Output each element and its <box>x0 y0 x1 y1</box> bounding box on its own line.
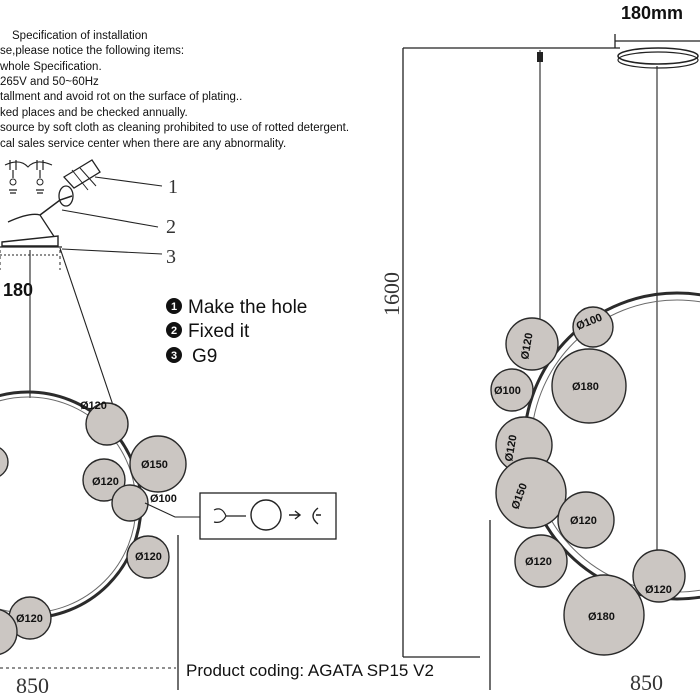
g9-socket-icon <box>213 508 246 523</box>
specification-block: Specification of installation se,please … <box>0 30 349 150</box>
screw-anchor-icon <box>36 160 44 194</box>
callout-1: 1 <box>168 176 178 198</box>
product-coding: Product coding: AGATA SP15 V2 <box>186 661 434 680</box>
arrow-right-icon <box>289 510 302 520</box>
mounting-hardware-drawing <box>0 159 163 270</box>
bulb-label: Ø180 <box>572 381 599 393</box>
left-lamp-drawing: Ø120 Ø150 Ø120 Ø100 Ø120 Ø120 <box>0 247 187 690</box>
glass-globe <box>495 457 567 529</box>
bulb-globe-icon <box>250 499 282 531</box>
bulb-label: Ø150 <box>141 459 168 471</box>
right-width-dim: 850 <box>630 670 663 695</box>
spec-line: 265V and 50~60Hz <box>0 76 99 88</box>
spec-title: Specification of installation <box>12 30 148 42</box>
step-item: 2 Fixed it <box>166 321 250 342</box>
glass-globe <box>563 574 645 656</box>
step-text: Fixed it <box>188 321 250 342</box>
bulb-label: Ø120 <box>16 613 43 625</box>
glass-globe <box>0 609 18 655</box>
step-number: 3 <box>171 350 177 362</box>
step-item: 3 G9 <box>166 346 217 367</box>
bulb-label: Ø120 <box>503 434 519 463</box>
clip-icon <box>312 507 321 525</box>
spec-line: se,please notice the following items: <box>0 45 184 57</box>
bulb-install-detail <box>144 492 337 540</box>
glass-globe <box>505 317 559 371</box>
step-item: 1 Make the hole <box>166 297 307 318</box>
bulb-label: Ø100 <box>150 493 177 505</box>
callout-2: 2 <box>166 216 176 238</box>
bulb-label: Ø180 <box>588 611 615 623</box>
callout-3: 3 <box>166 246 176 268</box>
left-canopy-dim: 180 <box>3 280 33 300</box>
mounting-bracket-icon <box>7 159 101 239</box>
bulb-label: Ø120 <box>92 476 119 488</box>
bulb-label: Ø120 <box>80 400 107 412</box>
bulb-label: Ø120 <box>135 551 162 563</box>
suspension-cable <box>59 247 119 421</box>
right-canopy-dim: 180mm <box>621 3 683 23</box>
glass-globe <box>490 368 534 412</box>
bulb-label: Ø120 <box>525 556 552 568</box>
step-text: G9 <box>192 346 217 367</box>
step-text: Make the hole <box>188 297 307 318</box>
installation-steps: 1 Make the hole 2 Fixed it 3 G9 <box>166 297 307 367</box>
canopy-icon <box>1 235 59 247</box>
glass-globe <box>514 534 568 588</box>
right-lamp-drawing: Ø120 Ø100 Ø100 Ø180 Ø120 Ø150 Ø120 Ø120 … <box>402 34 700 690</box>
step-number: 1 <box>171 301 177 313</box>
glass-globe <box>129 435 187 493</box>
bulb-label: Ø120 <box>570 515 597 527</box>
glass-globe <box>572 306 614 348</box>
spec-line: source by soft cloth as cleaning prohibi… <box>0 122 349 134</box>
step-number: 2 <box>171 325 177 337</box>
dimension-line <box>402 47 620 658</box>
glass-globe <box>82 458 126 502</box>
spec-line: ked places and be checked annually. <box>0 107 188 119</box>
glass-globe <box>111 484 149 522</box>
right-height-dim: 1600 <box>379 272 404 316</box>
glass-globe <box>126 535 170 579</box>
glass-globe <box>0 447 9 477</box>
glass-globe <box>85 402 129 446</box>
spec-line: whole Specification. <box>0 61 102 73</box>
glass-globe <box>551 348 627 424</box>
spec-line: cal sales service center when there are … <box>0 138 286 150</box>
canopy-icon <box>617 47 699 65</box>
glass-globe <box>632 549 686 603</box>
spec-line: tallment and avoid rot on the surface of… <box>0 91 242 103</box>
bulb-label: Ø120 <box>645 584 672 596</box>
bulb-label: Ø120 <box>519 332 535 361</box>
glass-globe <box>557 491 615 549</box>
left-width-dim: 850 <box>16 673 49 698</box>
screw-anchor-icon <box>9 160 17 194</box>
dimension-line <box>614 34 700 48</box>
bulb-label: Ø100 <box>494 385 521 397</box>
